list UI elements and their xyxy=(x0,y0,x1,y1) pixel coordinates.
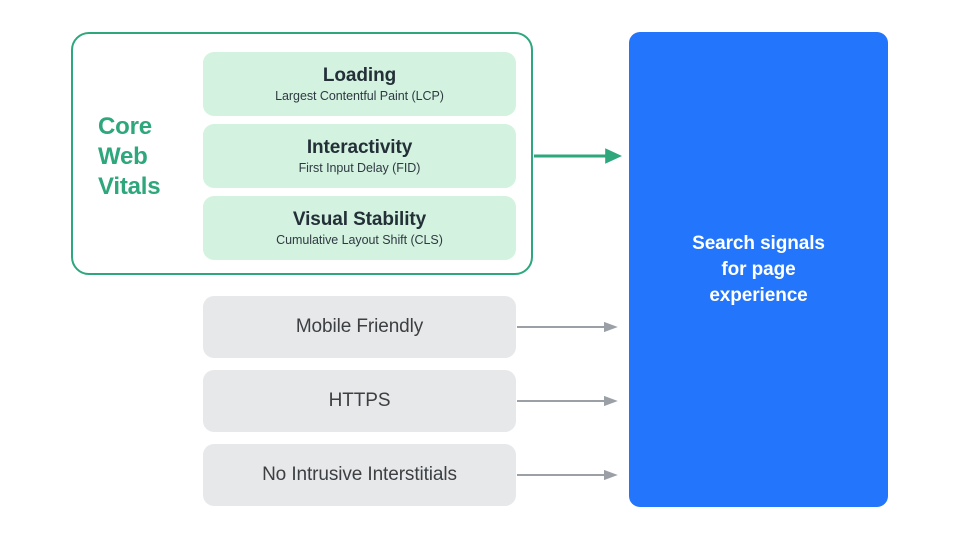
signal-label: No Intrusive Interstitials xyxy=(262,464,457,485)
search-signals-label: Search signals for page experience xyxy=(692,232,825,306)
metric-card-loading[interactable]: Loading Largest Contentful Paint (LCP) xyxy=(203,52,516,116)
metric-subtitle: Largest Contentful Paint (LCP) xyxy=(275,88,444,103)
no-intrusive-interstitials-card[interactable]: No Intrusive Interstitials xyxy=(203,444,516,506)
metric-title: Interactivity xyxy=(306,136,413,158)
metric-card-interactivity[interactable]: Interactivity First Input Delay (FID) xyxy=(203,124,516,188)
mobile-friendly-card[interactable]: Mobile Friendly xyxy=(203,296,516,358)
metric-title: Loading xyxy=(322,64,397,86)
metric-subtitle: Cumulative Layout Shift (CLS) xyxy=(276,232,443,247)
signal-label: Mobile Friendly xyxy=(295,316,424,337)
core-web-vitals-group xyxy=(71,32,533,275)
core-web-vitals-group-label: Core Web Vitals xyxy=(98,113,161,200)
signal-label: HTTPS xyxy=(328,390,391,411)
metric-title: Visual Stability xyxy=(292,208,427,230)
https-card[interactable]: HTTPS xyxy=(203,370,516,432)
metric-card-visual-stability[interactable]: Visual Stability Cumulative Layout Shift… xyxy=(203,196,516,260)
metric-subtitle: First Input Delay (FID) xyxy=(298,160,421,175)
search-signals-box[interactable]: Search signals for page experience xyxy=(629,32,888,507)
